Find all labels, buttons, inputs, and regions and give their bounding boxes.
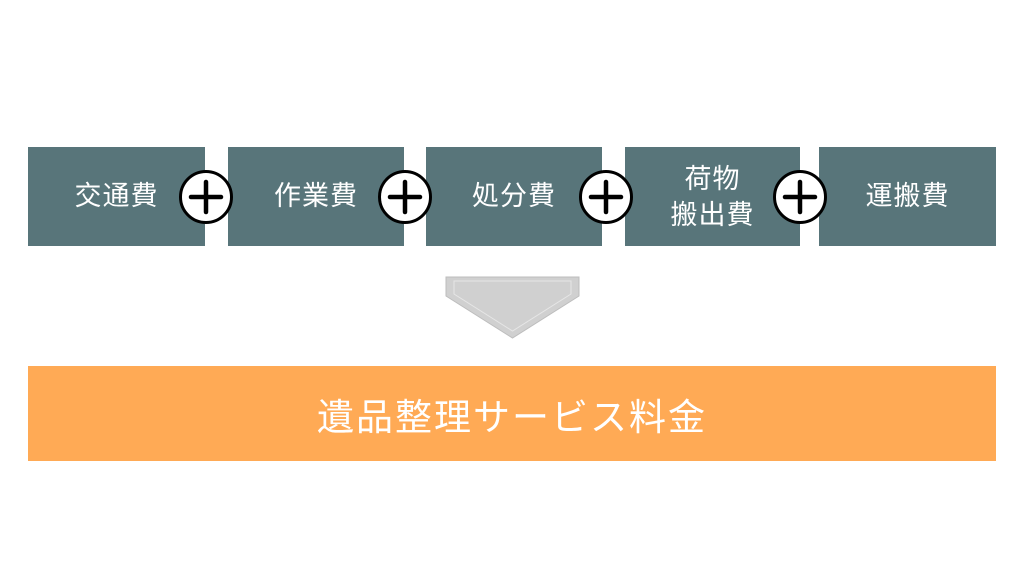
plus-icon: [179, 170, 233, 224]
cost-box-shipping: 運搬費: [819, 147, 996, 246]
down-arrow-icon: [445, 276, 580, 339]
plus-icon-glyph: [782, 179, 818, 215]
cost-box-carry-out: 荷物 搬出費: [625, 147, 800, 246]
plus-icon-glyph: [588, 179, 624, 215]
plus-icon: [579, 170, 633, 224]
plus-icon: [773, 170, 827, 224]
cost-label-transport: 交通費: [74, 180, 159, 212]
cost-box-disposal: 処分費: [426, 147, 602, 246]
cost-label-carry-out-line2: 搬出費: [670, 199, 755, 231]
cost-label-disposal: 処分費: [472, 180, 556, 212]
plus-icon: [378, 170, 432, 224]
cost-label-shipping: 運搬費: [865, 180, 950, 212]
result-box: 遺品整理サービス料金: [28, 366, 996, 461]
cost-box-labor: 作業費: [228, 147, 404, 246]
result-label: 遺品整理サービス料金: [317, 395, 707, 439]
cost-label-labor: 作業費: [274, 180, 358, 212]
plus-icon-glyph: [188, 179, 224, 215]
plus-icon-glyph: [387, 179, 423, 215]
cost-label-carry-out-line1: 荷物: [684, 163, 741, 195]
cost-box-transport: 交通費: [28, 147, 205, 246]
